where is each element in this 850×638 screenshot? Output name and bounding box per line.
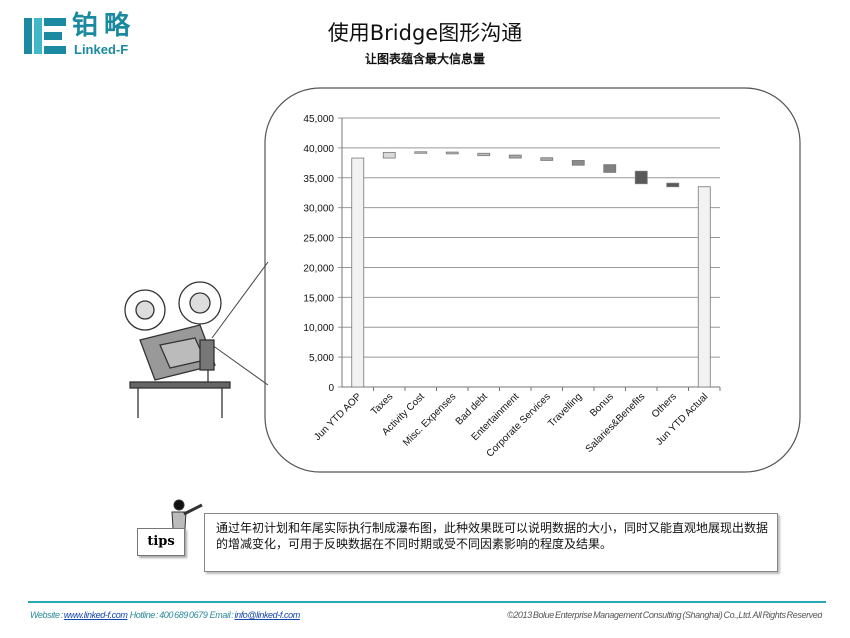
page-title: 使用Bridge图形沟通 [327, 21, 523, 45]
bar-others [666, 182, 680, 188]
bar-jun-ytd-actual [697, 186, 711, 388]
y-tick-label: 0 [328, 383, 334, 394]
bar-bad-debt [477, 152, 491, 157]
bar-bonus [603, 164, 617, 173]
logo-text: 铂略 [72, 10, 137, 40]
y-tick-label: 35,000 [303, 174, 334, 185]
callout-frame [264, 87, 801, 473]
y-tick-label: 25,000 [303, 234, 334, 245]
page-subtitle: 让图表蕴含最大信息量 [364, 52, 485, 66]
callout-pointer [211, 261, 269, 339]
tips-box [204, 513, 778, 572]
x-tick-label: Jun YTD AOP [312, 391, 364, 443]
bar-travelling [571, 160, 585, 166]
y-tick-label: 10,000 [303, 323, 334, 334]
logo-subtext: Linked-F [74, 42, 129, 57]
hotline: Hotline : 400 689 0679 [129, 610, 208, 620]
email-link[interactable]: info@linked-f.com [234, 610, 301, 620]
x-tick-label: Others [650, 391, 679, 420]
y-tick-label: 15,000 [303, 293, 334, 304]
copyright: ©2013 Bolue Enterprise Management Consul… [507, 610, 822, 620]
logo-mark-icon [24, 18, 66, 54]
website-link[interactable]: www.linked-f.com [63, 610, 128, 620]
y-tick-label: 45,000 [303, 114, 334, 125]
x-tick-label: Salaries&Benefits [584, 391, 648, 455]
bar-jun-ytd-aop [351, 157, 365, 388]
bar-misc-expenses [445, 151, 459, 155]
x-tick-label: Bonus [588, 391, 616, 419]
bar-salaries-benefits [634, 170, 648, 185]
x-tick-label: Travelling [546, 391, 584, 429]
website-label: Website : [30, 610, 63, 620]
bar-taxes [382, 151, 396, 159]
y-tick-label: 30,000 [303, 204, 334, 215]
waterfall-chart: 0 5,000 10,000 15,000 20,000 25,000 30,000 35,0… [303, 114, 721, 460]
y-tick-label: 40,000 [303, 144, 334, 155]
footer-contact: Website : www.linked-f.com Hotline : 400… [30, 609, 420, 621]
x-tick-label: Taxes [369, 391, 395, 417]
footer-divider [28, 601, 826, 603]
bar-entertainment [508, 154, 522, 159]
y-tick-label: 5,000 [309, 353, 334, 364]
bar-activity-cost [414, 151, 428, 154]
callout-pointer [211, 344, 269, 386]
y-tick-label: 20,000 [303, 263, 334, 274]
projector-icon [124, 281, 231, 418]
tips-label: tips [137, 528, 185, 556]
bar-corporate-services [540, 157, 554, 161]
illustration [124, 87, 801, 546]
email-label: Email : [209, 610, 234, 620]
tips-text: 通过年初计划和年尾实际执行制成瀑布图，此种效果既可以说明数据的大小，同时又能直观… [216, 521, 769, 551]
